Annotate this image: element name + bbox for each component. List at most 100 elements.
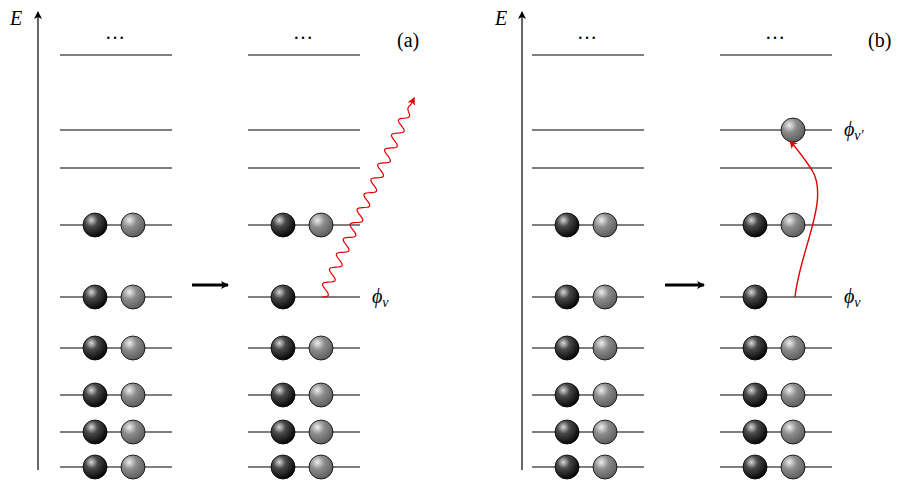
electron-ball [555,420,579,444]
electron-ball [271,285,295,309]
energy-level [60,224,172,225]
energy-level [720,167,832,168]
electron-ball [781,455,805,479]
electron-ball [555,455,579,479]
energy-level [248,296,360,297]
electron-ball [555,213,579,237]
energy-level [720,431,832,432]
electron-ball [593,420,617,444]
electron-ball [121,213,145,237]
electron-ball [309,455,333,479]
axis-label: E [10,8,22,28]
electron-ball [743,213,767,237]
energy-level [60,431,172,432]
ellipsis: … [105,22,125,42]
electron-ball [271,420,295,444]
electron-ball [271,383,295,407]
electron-ball [781,118,805,142]
energy-level [60,129,172,130]
electron-ball [83,383,107,407]
axis-label: E [495,8,507,28]
electron-ball [593,285,617,309]
electron-ball [743,455,767,479]
energy-level [532,129,644,130]
electron-ball [271,213,295,237]
energy-level [532,296,644,297]
energy-level [60,167,172,168]
energy-level [248,466,360,467]
electron-ball [271,455,295,479]
orbital-label: ϕν′ [844,119,864,143]
electron-ball [743,336,767,360]
electron-ball [593,455,617,479]
energy-level [248,167,360,168]
electron-ball [555,336,579,360]
excitation-arrow [790,141,818,297]
electron-ball [593,213,617,237]
energy-level [248,129,360,130]
electron-ball [309,336,333,360]
energy-level [248,224,360,225]
electron-ball [781,420,805,444]
energy-axis [37,12,38,470]
energy-level [248,394,360,395]
electron-ball [743,420,767,444]
electron-ball [83,420,107,444]
energy-level [532,431,644,432]
ellipsis: … [293,22,313,42]
electron-ball [555,285,579,309]
electron-ball [121,285,145,309]
energy-level [720,224,832,225]
energy-level [60,347,172,348]
process-arrow [192,284,228,287]
electron-ball [271,336,295,360]
energy-level [60,466,172,467]
electron-ball [83,213,107,237]
orbital-label: ϕν [844,286,861,310]
panel-label: (b) [868,30,891,50]
electron-ball [121,383,145,407]
electron-ball [309,420,333,444]
electron-ball [743,383,767,407]
energy-level [60,296,172,297]
orbital-label: ϕν [372,286,389,310]
energy-level [720,54,832,55]
energy-level [532,466,644,467]
energy-axis [521,12,522,470]
energy-level [720,394,832,395]
electron-ball [83,336,107,360]
energy-level [60,394,172,395]
energy-level [532,394,644,395]
electron-ball [781,336,805,360]
electron-ball [781,383,805,407]
energy-level [60,54,172,55]
energy-level [532,167,644,168]
energy-level [248,54,360,55]
energy-level [248,347,360,348]
electron-ball [309,383,333,407]
electron-ball [593,336,617,360]
electron-ball [121,420,145,444]
electron-ball [121,455,145,479]
electron-ball [83,285,107,309]
energy-level [720,466,832,467]
photon-wave [322,98,414,297]
process-arrow [665,284,704,287]
ellipsis: … [765,22,785,42]
electron-ball [781,213,805,237]
energy-level [720,296,832,297]
energy-level [532,347,644,348]
ellipsis: … [577,22,597,42]
energy-level [720,129,832,130]
electron-ball [83,455,107,479]
energy-level [248,431,360,432]
panel-label: (a) [397,30,419,50]
energy-level [532,54,644,55]
electron-ball [593,383,617,407]
electron-ball [743,285,767,309]
electron-ball [309,213,333,237]
energy-level [720,347,832,348]
electron-ball [121,336,145,360]
energy-level [532,224,644,225]
